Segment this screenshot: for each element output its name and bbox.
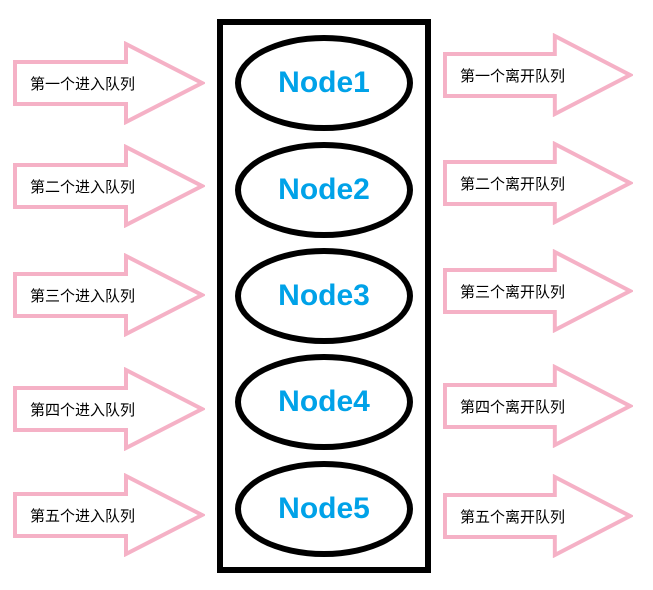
leave-arrow-label: 第五个离开队列 xyxy=(460,508,566,526)
node-label: Node1 xyxy=(278,66,370,100)
right-arrow-icon xyxy=(443,141,633,225)
right-arrow-icon xyxy=(443,474,633,558)
right-arrow-icon xyxy=(13,41,205,125)
enter-arrow-4: 第四个进入队列 xyxy=(13,367,205,451)
enter-arrow-label: 第三个进入队列 xyxy=(30,287,136,305)
enter-arrow-5: 第五个进入队列 xyxy=(13,473,205,557)
enter-arrow-label: 第二个进入队列 xyxy=(30,178,136,196)
right-arrow-icon xyxy=(13,144,205,228)
node-label: Node4 xyxy=(278,385,370,419)
leave-arrow-label: 第三个离开队列 xyxy=(460,283,566,301)
queue-node-1: Node1 xyxy=(235,35,413,132)
right-arrow-icon xyxy=(443,249,633,333)
queue-node-2: Node2 xyxy=(235,141,413,238)
leave-arrow-label: 第二个离开队列 xyxy=(460,175,566,193)
right-arrow-icon xyxy=(443,33,633,117)
enter-arrow-3: 第三个进入队列 xyxy=(13,253,205,337)
leave-arrow-1: 第一个离开队列 xyxy=(443,33,633,117)
leave-arrow-3: 第三个离开队列 xyxy=(443,249,633,333)
enter-arrow-label: 第四个进入队列 xyxy=(30,401,136,419)
queue-node-5: Node5 xyxy=(235,460,413,557)
leave-arrow-5: 第五个离开队列 xyxy=(443,474,633,558)
queue-node-4: Node4 xyxy=(235,354,413,451)
leave-arrow-label: 第四个离开队列 xyxy=(460,398,566,416)
right-arrow-icon xyxy=(443,364,633,448)
node-label: Node3 xyxy=(278,278,370,312)
node-label: Node5 xyxy=(278,491,370,525)
queue-container: Node1 Node2 Node3 Node4 Node5 xyxy=(217,19,431,573)
enter-arrow-2: 第二个进入队列 xyxy=(13,144,205,228)
right-arrow-icon xyxy=(13,473,205,557)
queue-node-3: Node3 xyxy=(235,247,413,344)
enter-arrow-1: 第一个进入队列 xyxy=(13,41,205,125)
node-label: Node2 xyxy=(278,172,370,206)
enter-arrow-label: 第五个进入队列 xyxy=(30,507,136,525)
right-arrow-icon xyxy=(13,367,205,451)
leave-arrow-2: 第二个离开队列 xyxy=(443,141,633,225)
leave-arrow-label: 第一个离开队列 xyxy=(460,67,566,85)
right-arrow-icon xyxy=(13,253,205,337)
enter-arrow-label: 第一个进入队列 xyxy=(30,75,136,93)
leave-arrow-4: 第四个离开队列 xyxy=(443,364,633,448)
